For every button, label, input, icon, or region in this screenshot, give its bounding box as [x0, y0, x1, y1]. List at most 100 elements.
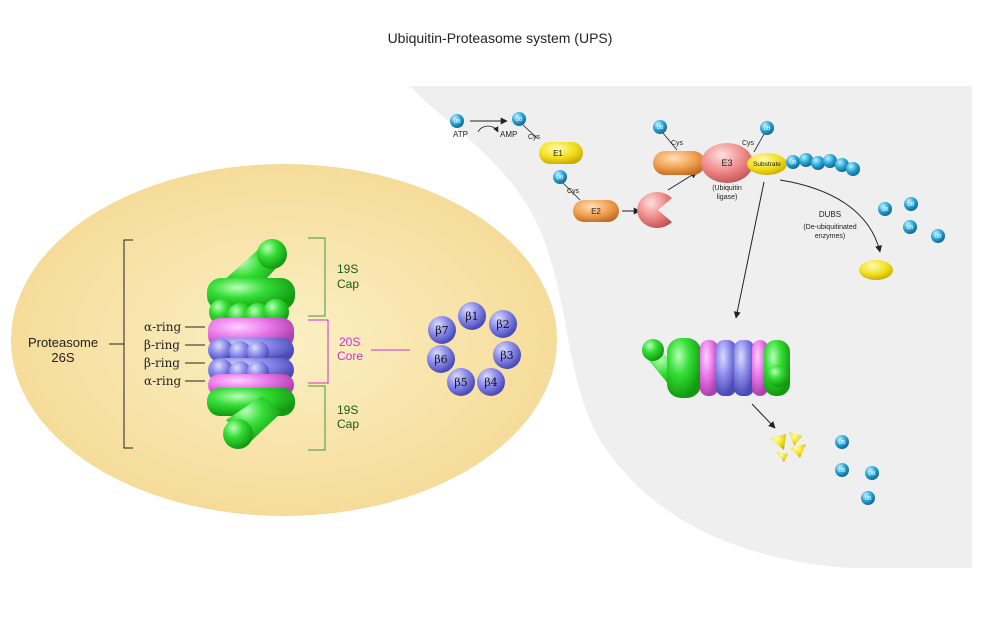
beta-label: β4 [484, 376, 497, 389]
e1-label: E1 [553, 149, 563, 158]
beta-ring-top-view: β7 β1 β2 β3 β4 β5 β6 [427, 302, 521, 396]
beta-sphere [211, 339, 233, 361]
beta-subunit-b2 [489, 310, 517, 338]
ub-label: UB [839, 440, 847, 446]
beta-subunit-b3 [493, 341, 521, 369]
core-bracket [308, 319, 329, 384]
beta-subunit-b5 [447, 368, 475, 396]
bottom-cap-knob [223, 419, 253, 449]
cap-top-bracket [308, 237, 326, 317]
dubs-note: enzymes) [815, 233, 845, 240]
e3-pacman [637, 191, 672, 228]
fragment [770, 434, 786, 450]
beta-sphere [229, 341, 251, 363]
cytoplasm-region [410, 86, 972, 568]
free-ub [903, 220, 917, 234]
ub-label: UB [790, 160, 798, 166]
dubs-note: (De-ubiquitinated [803, 224, 856, 231]
free-ub [835, 435, 849, 449]
ring-label-alpha-bottom: α-ring [144, 374, 181, 388]
cap-top-label-19s: 19S [337, 262, 358, 276]
cap-bottom-label-cap: Cap [337, 417, 359, 431]
cap-left [667, 338, 701, 398]
beta-subunit-b4 [477, 368, 505, 396]
ub-label: UB [764, 126, 772, 132]
alpha-ring-left [700, 340, 718, 396]
cys-label: Cys [528, 134, 541, 141]
e2-enzyme [573, 200, 619, 222]
amp-label: AMP [500, 130, 517, 139]
ub-chain-sphere [786, 155, 800, 169]
degradation-arrow [733, 181, 765, 319]
degradation-output-arrow [751, 403, 776, 429]
ub-label: UB [869, 471, 877, 477]
beta-subunit-b6 [427, 345, 455, 373]
cys-label: Cys [742, 140, 755, 147]
ub-label: UB [882, 207, 890, 213]
released-substrate [859, 260, 893, 280]
proteasome-26s: Proteasome 26S α-ring β-ring β-ring [28, 237, 410, 451]
e3-label: E3 [721, 158, 732, 168]
ring-label-beta-lower: β-ring [144, 356, 180, 370]
free-ub [931, 229, 945, 243]
beta-label: β1 [465, 310, 478, 323]
thioester-bond [753, 133, 765, 153]
page-title: Ubiquitin-Proteasome system (UPS) [387, 30, 613, 46]
beta-subunit-b1 [458, 302, 486, 330]
ub-label: UB [657, 125, 665, 131]
beta-label: β6 [434, 353, 447, 366]
cys-label: Cys [567, 188, 580, 195]
thioester-bond [662, 132, 678, 151]
free-ub [835, 463, 849, 477]
ub-sphere [553, 170, 567, 184]
atp-label: ATP [453, 130, 468, 139]
cys-label: Cys [671, 140, 684, 147]
e1-enzyme [539, 142, 583, 164]
ub-label: UB [557, 175, 565, 181]
free-ub [861, 491, 875, 505]
proteasome-label: Proteasome [28, 335, 98, 350]
beta-subunit-b7 [428, 316, 456, 344]
dubs-arrow [779, 179, 882, 253]
beta-label: β2 [496, 318, 509, 331]
free-ub [878, 202, 892, 216]
cap-knob-left [642, 339, 664, 361]
ub-chain-sphere [799, 153, 813, 167]
beta-ring-left [716, 340, 736, 396]
e3-enzyme [701, 143, 753, 183]
ub-sphere [760, 121, 774, 135]
ub-label: UB [907, 225, 915, 231]
free-ub [865, 466, 879, 480]
degraded-fragments [770, 432, 806, 462]
dubs-label: DUBS [819, 210, 841, 219]
ub-label: UB [516, 117, 524, 123]
cap-bottom-bracket [308, 385, 326, 451]
top-cap-knob [257, 239, 287, 269]
cap-knob-right [767, 365, 789, 387]
proteasome-label-26s: 26S [51, 350, 74, 365]
e3-note: (Ubiquitin [712, 185, 742, 192]
beta-label: β5 [454, 376, 467, 389]
ub-label: UB [935, 234, 943, 240]
beta-sphere [247, 341, 269, 363]
ub-sphere [512, 112, 526, 126]
core-label-core: Core [337, 349, 363, 363]
beta-label: β7 [435, 324, 448, 337]
substrate [747, 153, 787, 175]
atp-curve-arrow [477, 125, 499, 133]
ub-chain-sphere [846, 162, 860, 176]
beta-label: β3 [500, 349, 513, 362]
ub-sphere [450, 114, 464, 128]
cap-top-label-cap: Cap [337, 277, 359, 291]
thioester-bond [562, 182, 581, 201]
fragment [789, 432, 802, 446]
thioester-bond [522, 124, 538, 139]
ub-chain-sphere [823, 154, 837, 168]
fragment [776, 452, 788, 462]
ring-label-alpha-top: α-ring [144, 320, 181, 334]
ub-label: UB [454, 119, 462, 125]
beta-ring-right [734, 340, 754, 396]
fragment [790, 444, 806, 458]
ub-label: UB [839, 468, 847, 474]
